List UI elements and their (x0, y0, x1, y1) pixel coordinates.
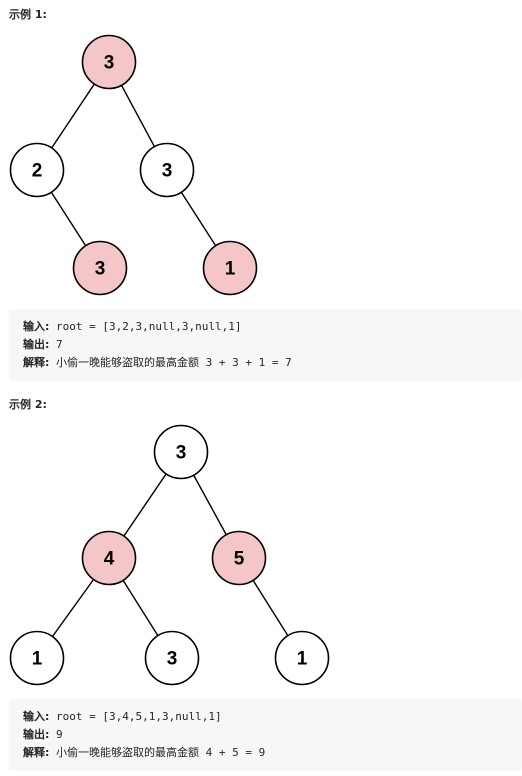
tree-edge (123, 473, 167, 537)
explanation-value: 小偷一晚能够盗取的最高金额 4 + 5 = 9 (49, 746, 266, 759)
tree-node: 1 (9, 630, 65, 686)
tree-node-circle (153, 424, 209, 480)
output-label: 输出: (23, 338, 50, 351)
example-2-io-box: 输入: root = [3,4,5,1,3,null,1] 输出: 9 解释: … (9, 699, 522, 771)
tree-node-circle (274, 630, 330, 686)
input-value: root = [3,2,3,null,3,null,1] (49, 320, 242, 333)
tree-edge (122, 580, 159, 636)
tree-node-value: 1 (225, 259, 236, 280)
tree-node-value: 3 (95, 259, 106, 280)
tree-edge (51, 83, 95, 149)
input-label: 输入: (23, 710, 50, 723)
tree-edge (252, 580, 289, 636)
output-value: 9 (49, 728, 63, 741)
example-2-title: 示例 2: (9, 398, 47, 411)
tree-node-value: 3 (162, 161, 173, 182)
tree-edge (193, 474, 227, 536)
example-2-output-line: 输出: 9 (23, 726, 508, 744)
tree-node: 5 (211, 530, 267, 586)
tree-node-circle (9, 630, 65, 686)
tree-node: 1 (202, 240, 258, 296)
tree-node-value: 3 (176, 443, 187, 464)
example-1-io-box: 输入: root = [3,2,3,null,3,null,1] 输出: 7 解… (9, 309, 522, 381)
example-1-tree-diagram: 3 2 3 3 1 (9, 34, 258, 296)
example-2-tree-diagram: 3 4 5 1 3 1 (9, 424, 330, 686)
tree-edge (120, 85, 156, 147)
tree-node-value: 5 (234, 549, 245, 570)
tree-node: 3 (72, 240, 128, 296)
tree-node-value: 3 (104, 53, 115, 74)
explanation-label: 解释: (23, 746, 50, 759)
tree-edge (50, 191, 87, 247)
tree-node: 3 (139, 142, 195, 198)
tree-edge (51, 579, 95, 637)
example-2-explanation-line: 解释: 小偷一晚能够盗取的最高金额 4 + 5 = 9 (23, 744, 508, 762)
explanation-value: 小偷一晚能够盗取的最高金额 3 + 3 + 1 = 7 (49, 356, 292, 369)
input-label: 输入: (23, 320, 50, 333)
tree-node: 4 (81, 530, 137, 586)
example-1-input-line: 输入: root = [3,2,3,null,3,null,1] (23, 318, 508, 336)
tree-node-value: 3 (167, 649, 178, 670)
tree-node-circle (9, 142, 65, 198)
example-2-input-line: 输入: root = [3,4,5,1,3,null,1] (23, 708, 508, 726)
input-value: root = [3,4,5,1,3,null,1] (49, 710, 222, 723)
example-1-explanation-line: 解释: 小偷一晚能够盗取的最高金额 3 + 3 + 1 = 7 (23, 354, 508, 372)
explanation-label: 解释: (23, 356, 50, 369)
tree-node-circle-highlighted (72, 240, 128, 296)
tree-node-value: 1 (297, 649, 308, 670)
example-1-title: 示例 1: (9, 8, 47, 21)
tree-edge (180, 191, 217, 247)
tree-node-value: 2 (32, 161, 43, 182)
tree-node-circle-highlighted (211, 530, 267, 586)
example-1-output-line: 输出: 7 (23, 336, 508, 354)
tree-node-value: 4 (104, 549, 115, 570)
tree-node: 3 (144, 630, 200, 686)
tree-node-circle-highlighted (202, 240, 258, 296)
tree-node: 3 (81, 34, 137, 90)
tree-node: 3 (153, 424, 209, 480)
tree-node: 1 (274, 630, 330, 686)
tree-node-circle (144, 630, 200, 686)
output-label: 输出: (23, 728, 50, 741)
tree-node-circle (139, 142, 195, 198)
tree-node: 2 (9, 142, 65, 198)
tree-node-circle-highlighted (81, 34, 137, 90)
tree-node-circle-highlighted (81, 530, 137, 586)
tree-node-value: 1 (32, 649, 43, 670)
output-value: 7 (49, 338, 63, 351)
